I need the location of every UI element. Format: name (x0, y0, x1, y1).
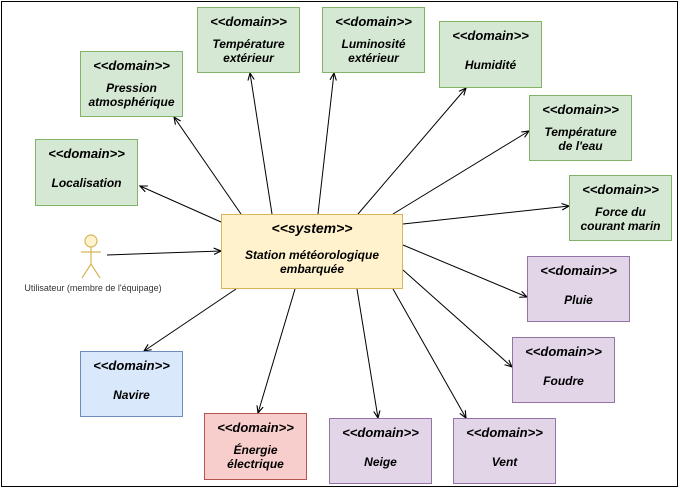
domain-box-pluie[interactable]: <<domain>> Pluie (527, 256, 630, 322)
domain-stereotype: <<domain>> (210, 14, 287, 29)
domain-box-temp-ext[interactable]: <<domain>> Température extérieur (197, 7, 300, 73)
domain-name: Neige (364, 454, 397, 469)
domain-stereotype: <<domain>> (540, 263, 617, 278)
arrow-pluie (402, 244, 527, 297)
arrow-temp-eau (392, 131, 529, 215)
domain-stereotype: <<domain>> (93, 58, 170, 73)
domain-name: Localisation (51, 176, 122, 190)
system-stereotype: <<system>> (271, 220, 353, 236)
domain-name: Pression atmosphérique (88, 80, 175, 109)
arrow-navire (144, 288, 237, 351)
domain-name: Navire (113, 387, 150, 402)
arrow-humidite (357, 88, 466, 215)
domain-name: Pluie (564, 292, 593, 307)
arrow-luminosite (317, 73, 334, 215)
domain-stereotype: <<domain>> (217, 420, 294, 435)
arrow-courant (402, 206, 569, 225)
domain-stereotype: <<domain>> (582, 182, 659, 197)
domain-box-temp-eau[interactable]: <<domain>> Température de l'eau (529, 95, 632, 161)
domain-name: Température extérieur (212, 36, 285, 65)
arrow-temp-ext (250, 73, 273, 215)
domain-name: Humidité (464, 58, 517, 72)
system-box[interactable]: <<system>> Station météorologique embarq… (221, 214, 403, 289)
domain-name: Énergie électrique (227, 443, 284, 471)
domain-box-foudre[interactable]: <<domain>> Foudre (512, 337, 615, 403)
domain-stereotype: <<domain>> (335, 14, 412, 29)
domain-box-luminosite[interactable]: <<domain>> Luminosité extérieur (322, 7, 425, 73)
domain-name: Vent (491, 454, 518, 469)
domain-box-vent[interactable]: <<domain>> Vent (453, 418, 556, 484)
arrow-vent (392, 288, 466, 418)
actor-label: Utilisateur (membre de l'équipage) (24, 283, 162, 293)
arrow-pression (174, 117, 242, 215)
domain-stereotype: <<domain>> (342, 425, 419, 440)
arrow-localisation (140, 186, 222, 223)
domain-stereotype: <<domain>> (542, 102, 619, 117)
domain-box-pression[interactable]: <<domain>> Pression atmosphérique (80, 51, 183, 117)
arrow-neige (356, 288, 378, 418)
domain-box-energie[interactable]: <<domain>> Énergie électrique (204, 413, 307, 480)
domain-name: Température de l'eau (544, 124, 617, 153)
domain-box-neige[interactable]: <<domain>> Neige (329, 418, 432, 484)
arrow-foudre (402, 269, 512, 367)
arrow-actor-system (106, 251, 221, 256)
domain-stereotype: <<domain>> (93, 358, 170, 373)
domain-stereotype: <<domain>> (525, 344, 602, 359)
system-name: Station météorologique embarquée (244, 248, 379, 276)
domain-box-humidite[interactable]: <<domain>> Humidité (439, 21, 542, 88)
domain-box-navire[interactable]: <<domain>> Navire (80, 351, 183, 417)
arrow-energie (258, 288, 296, 413)
domain-stereotype: <<domain>> (48, 146, 125, 161)
actor-figure[interactable] (81, 234, 101, 279)
domain-name: Foudre (543, 373, 584, 388)
domain-stereotype: <<domain>> (466, 425, 543, 440)
domain-box-courant[interactable]: <<domain>> Force du courant marin (569, 175, 672, 241)
domain-stereotype: <<domain>> (452, 28, 529, 43)
domain-box-localisation[interactable]: <<domain>> Localisation (35, 139, 138, 206)
domain-name: Luminosité extérieur (341, 36, 406, 65)
domain-name: Force du courant marin (580, 204, 661, 233)
